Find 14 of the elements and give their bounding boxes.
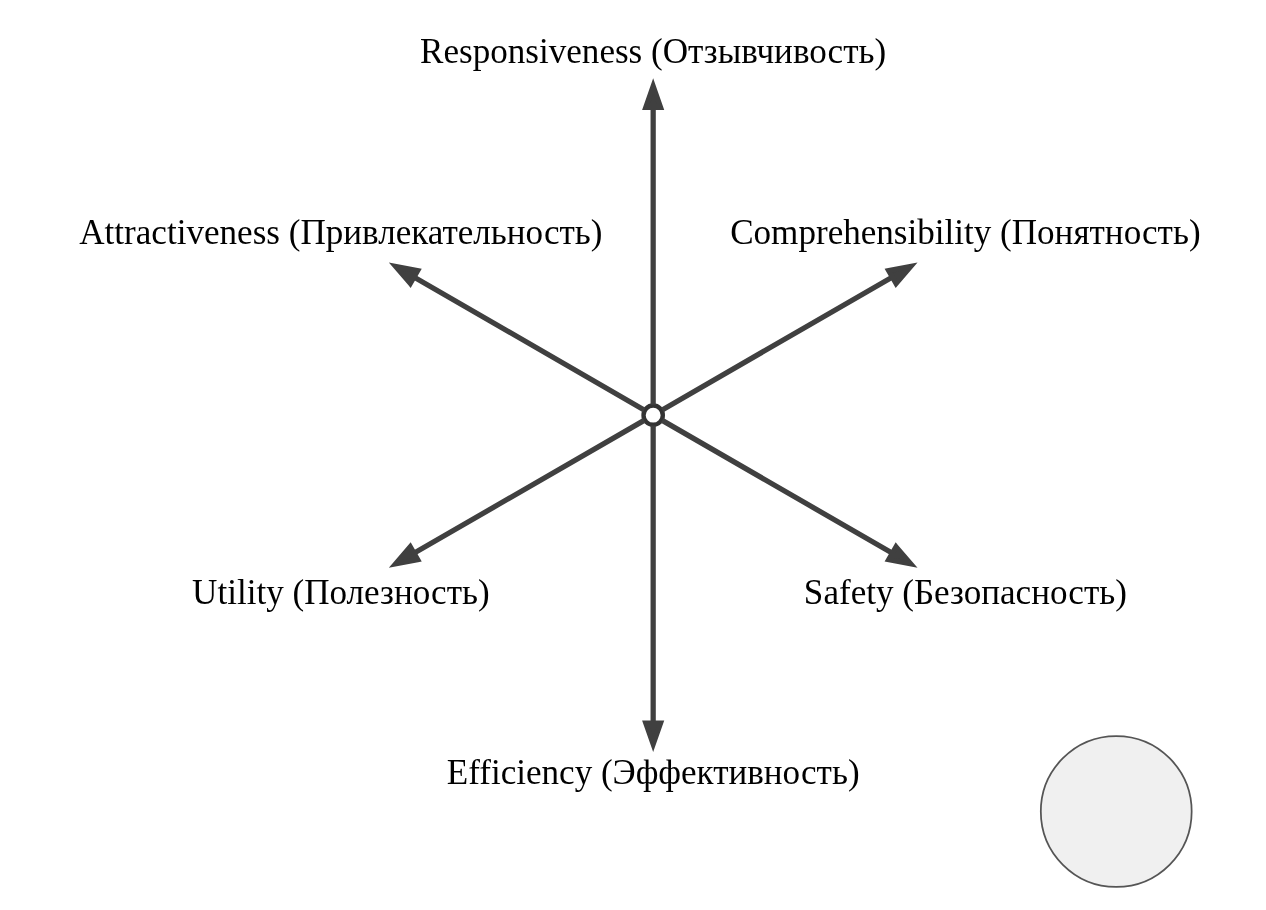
node-circle bbox=[641, 403, 665, 427]
arrow bbox=[660, 262, 918, 413]
node-text: Attractiveness (Привлекательность) bbox=[79, 212, 603, 252]
arrow bbox=[388, 262, 646, 413]
arrow bbox=[660, 418, 918, 568]
arrow bbox=[642, 425, 665, 753]
node-text: Safety (Безопасность) bbox=[803, 573, 1127, 613]
node-text: Efficiency (Эффективность) bbox=[446, 753, 860, 793]
arrow bbox=[642, 78, 665, 405]
node-text: Responsiveness (Отзывчивость) bbox=[420, 32, 887, 72]
node-circle bbox=[1039, 735, 1193, 888]
node-text: Utility (Полезность) bbox=[192, 573, 490, 613]
node-text: Comprehensibility (Понятность) bbox=[730, 212, 1201, 252]
arrow bbox=[388, 418, 646, 568]
